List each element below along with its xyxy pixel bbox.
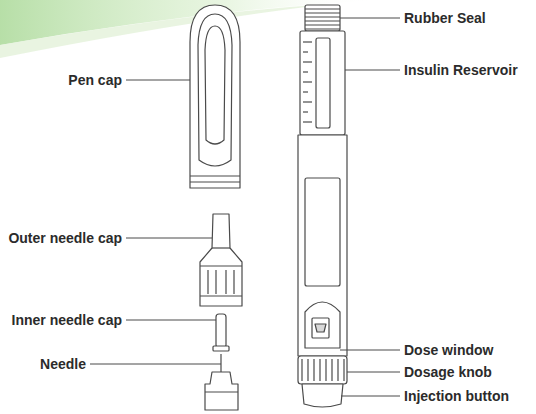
part-label: Injection button — [404, 388, 509, 404]
insulin-reservoir — [300, 31, 345, 135]
outer-needle-cap — [200, 214, 242, 306]
detail-stroke — [303, 101, 312, 102]
rubber-seal — [305, 5, 340, 31]
detail-stroke — [313, 359, 314, 381]
leader-line — [347, 372, 400, 373]
detail-stroke — [337, 359, 338, 381]
detail-stroke — [303, 81, 312, 82]
part-label: Needle — [40, 356, 86, 372]
detail-stroke — [303, 121, 312, 122]
leader-line — [340, 18, 400, 19]
detail-stroke — [303, 111, 308, 112]
detail-stroke — [331, 359, 332, 381]
detail-stroke — [343, 359, 344, 381]
detail-stroke — [303, 91, 308, 92]
leader-lines — [90, 18, 400, 396]
leader-line — [126, 80, 190, 81]
detail-stroke — [303, 41, 312, 42]
pen-cap — [190, 5, 240, 188]
detail-stroke — [303, 61, 312, 62]
part-label: Rubber Seal — [404, 10, 486, 26]
part-label: Dose window — [404, 342, 493, 358]
needle — [205, 354, 238, 410]
part-label: Outer needle cap — [8, 230, 122, 246]
leader-line — [90, 364, 221, 365]
detail-stroke — [325, 359, 326, 381]
detail-stroke — [305, 16, 340, 17]
pen-body — [298, 135, 347, 356]
leader-line — [126, 238, 212, 239]
detail-stroke — [303, 71, 308, 72]
part-label: Inner needle cap — [12, 312, 122, 328]
part-label: Pen cap — [68, 72, 122, 88]
detail-stroke — [305, 8, 340, 9]
detail-stroke — [305, 24, 340, 25]
detail-stroke — [305, 28, 340, 29]
detail-stroke — [305, 20, 340, 21]
leader-line — [345, 70, 400, 71]
injection-button — [302, 384, 343, 407]
detail-stroke — [303, 51, 308, 52]
background-swoosh — [0, 4, 330, 58]
leader-line — [340, 350, 400, 351]
detail-stroke — [301, 359, 302, 381]
leader-line — [341, 396, 400, 397]
leader-line — [126, 320, 216, 321]
part-label: Insulin Reservoir — [404, 62, 518, 78]
detail-stroke — [305, 12, 340, 13]
detail-stroke — [319, 359, 320, 381]
part-label: Dosage knob — [404, 364, 492, 380]
detail-stroke — [307, 359, 308, 381]
dosage-knob — [298, 356, 347, 384]
